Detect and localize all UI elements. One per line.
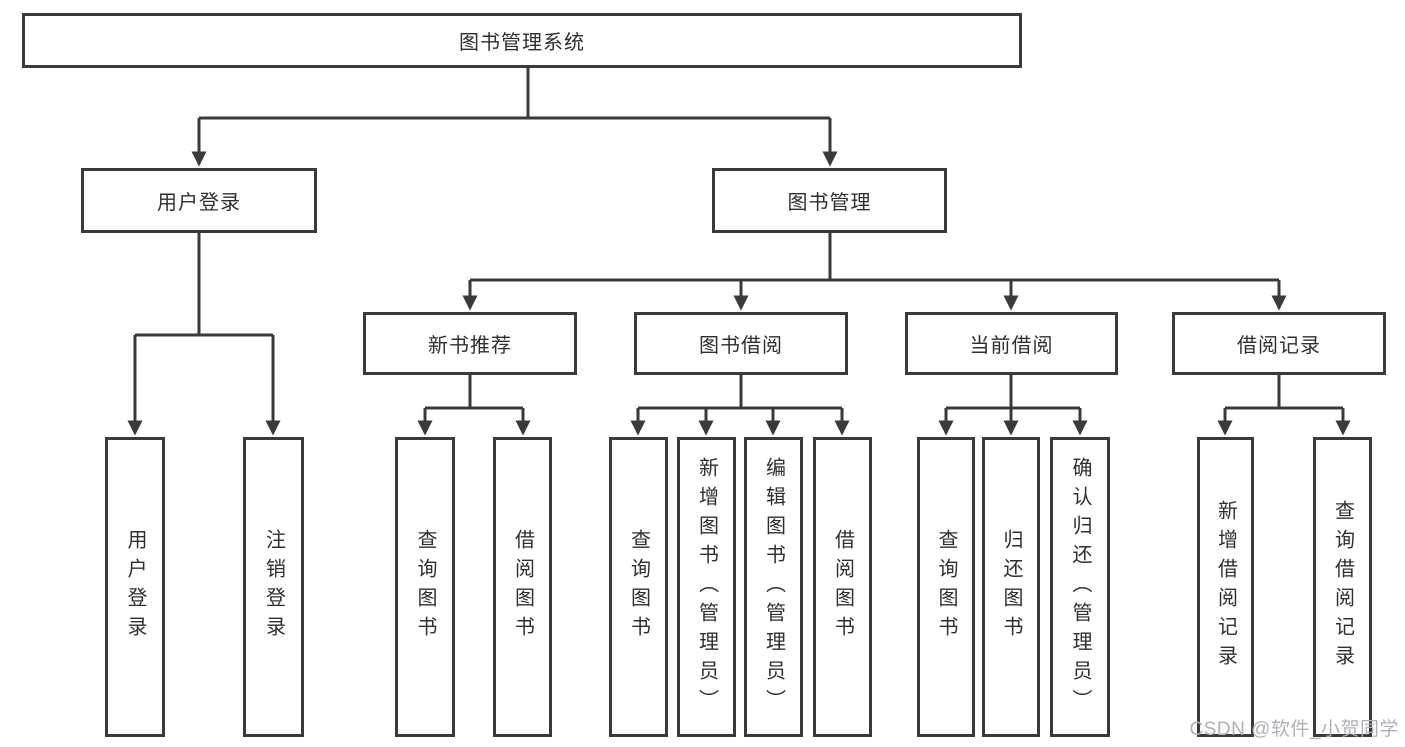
- node-current-borrowing-label: 当前借阅: [969, 335, 1054, 357]
- leaf-borrow-books-newrec: 借阅图书: [493, 437, 552, 737]
- node-new-book-recommend-label: 新书推荐: [428, 335, 512, 357]
- leaf-logout: 注销登录: [243, 437, 304, 737]
- node-borrowing-records-label: 借阅记录: [1237, 335, 1321, 357]
- leaf-return-book: 归还图书: [982, 437, 1040, 737]
- node-user-login-label: 用户登录: [157, 192, 241, 214]
- leaf-query-borrow-record-label: 查询借阅记录: [1331, 500, 1354, 674]
- connector-borrow-to-leaves: [630, 375, 850, 436]
- leaf-query-books-borrow: 查询图书: [609, 437, 668, 737]
- node-current-borrowing: 当前借阅: [905, 312, 1118, 375]
- node-user-login: 用户登录: [81, 168, 317, 233]
- node-book-borrowing-label: 图书借阅: [699, 335, 783, 357]
- leaf-borrow-books-borrow-label: 借阅图书: [831, 529, 854, 645]
- leaf-query-books-newrec: 查询图书: [395, 437, 455, 737]
- leaf-confirm-return-admin-label: 确认归还（管理员）: [1069, 456, 1091, 718]
- node-book-management-label: 图书管理: [787, 192, 872, 214]
- node-root-system-label: 图书管理系统: [459, 32, 585, 54]
- connector-records-to-leaves: [1217, 375, 1351, 436]
- leaf-borrow-books-borrow: 借阅图书: [813, 437, 872, 737]
- leaf-add-borrow-record: 新增借阅记录: [1197, 437, 1254, 737]
- connector-current-to-leaves: [938, 375, 1088, 436]
- leaf-query-books-newrec-label: 查询图书: [414, 529, 436, 645]
- node-book-management: 图书管理: [712, 168, 947, 233]
- leaf-borrow-books-newrec-label: 借阅图书: [511, 529, 534, 645]
- leaf-query-books-current-label: 查询图书: [935, 529, 957, 645]
- leaf-user-login-label: 用户登录: [124, 529, 146, 645]
- connector-newbooks-to-leaves: [417, 375, 531, 436]
- leaf-logout-label: 注销登录: [262, 529, 285, 645]
- leaf-add-book-admin: 新增图书（管理员）: [677, 437, 736, 737]
- node-borrowing-records: 借阅记录: [1172, 312, 1386, 375]
- node-root-system: 图书管理系统: [22, 13, 1022, 68]
- leaf-edit-book-admin: 编辑图书（管理员）: [744, 437, 803, 737]
- connector-root-to-level2: [191, 68, 838, 167]
- leaf-query-borrow-record: 查询借阅记录: [1313, 437, 1372, 737]
- leaf-add-borrow-record-label: 新增借阅记录: [1214, 500, 1237, 674]
- leaf-edit-book-admin-label: 编辑图书（管理员）: [762, 456, 785, 718]
- leaf-query-books-borrow-label: 查询图书: [627, 529, 650, 645]
- leaf-query-books-current: 查询图书: [917, 437, 975, 737]
- node-new-book-recommend: 新书推荐: [363, 312, 577, 375]
- leaf-confirm-return-admin: 确认归还（管理员）: [1050, 437, 1110, 737]
- leaf-user-login: 用户登录: [105, 437, 165, 737]
- leaf-add-book-admin-label: 新增图书（管理员）: [695, 456, 718, 718]
- node-book-borrowing: 图书借阅: [634, 312, 848, 375]
- csdn-watermark: CSDN @软件_小贺同学: [1189, 719, 1399, 740]
- leaf-return-book-label: 归还图书: [1000, 529, 1022, 645]
- connector-bookmgmt-to-level3: [462, 233, 1287, 311]
- connector-userlogin-to-leaves: [127, 233, 281, 436]
